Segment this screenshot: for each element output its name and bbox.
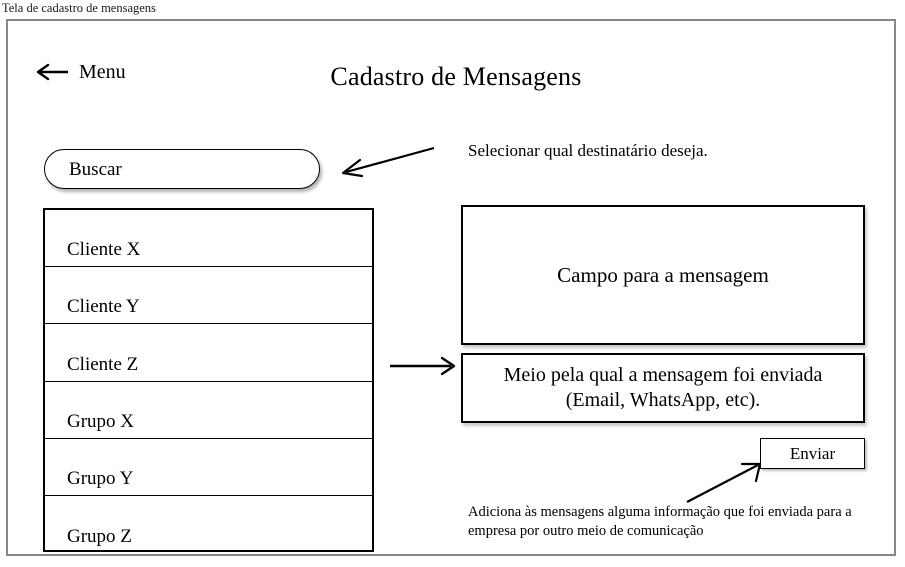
arrow-right-icon — [389, 355, 457, 377]
send-button[interactable]: Enviar — [760, 438, 865, 469]
send-hint-text: Adiciona às mensagens alguma informação … — [468, 504, 852, 539]
list-item[interactable]: Cliente Z — [45, 324, 372, 382]
list-item[interactable]: Grupo Y — [45, 438, 372, 496]
list-item-label: Grupo Z — [67, 526, 132, 548]
mockup-frame: Menu Cadastro de Mensagens Buscar Seleci… — [6, 19, 896, 556]
page-caption: Tela de cadastro de mensagens — [2, 1, 156, 15]
recipient-hint-text: Selecionar qual destinatário deseja. — [468, 141, 708, 160]
back-to-menu-link[interactable]: Menu — [34, 62, 126, 82]
message-field[interactable]: Campo para a mensagem — [461, 205, 865, 345]
channel-field[interactable]: Meio pela qual a mensagem foi enviada (E… — [461, 353, 865, 423]
page-title: Cadastro de Mensagens — [330, 62, 582, 91]
search-input[interactable]: Buscar — [44, 149, 320, 189]
list-item[interactable]: Cliente X — [45, 210, 372, 268]
list-item-label: Cliente Y — [67, 296, 140, 318]
arrow-up-right-icon — [684, 462, 764, 504]
list-item-label: Grupo Y — [67, 467, 134, 489]
list-item-label: Grupo X — [67, 410, 135, 432]
list-item[interactable]: Grupo Z — [45, 495, 372, 550]
list-item[interactable]: Cliente Y — [45, 267, 372, 325]
list-item[interactable]: Grupo X — [45, 381, 372, 439]
search-input-label: Buscar — [69, 158, 122, 180]
arrow-left-icon — [336, 145, 436, 179]
recipients-list[interactable]: Cliente X Cliente Y Cliente Z Grupo X Gr… — [43, 208, 374, 552]
back-to-menu-label: Menu — [79, 61, 126, 83]
message-field-label: Campo para a mensagem — [557, 263, 769, 287]
list-item-label: Cliente X — [67, 239, 141, 261]
channel-field-label: Meio pela qual a mensagem foi enviada (E… — [503, 364, 823, 411]
list-item-label: Cliente Z — [67, 353, 139, 375]
arrow-left-icon — [34, 63, 70, 81]
